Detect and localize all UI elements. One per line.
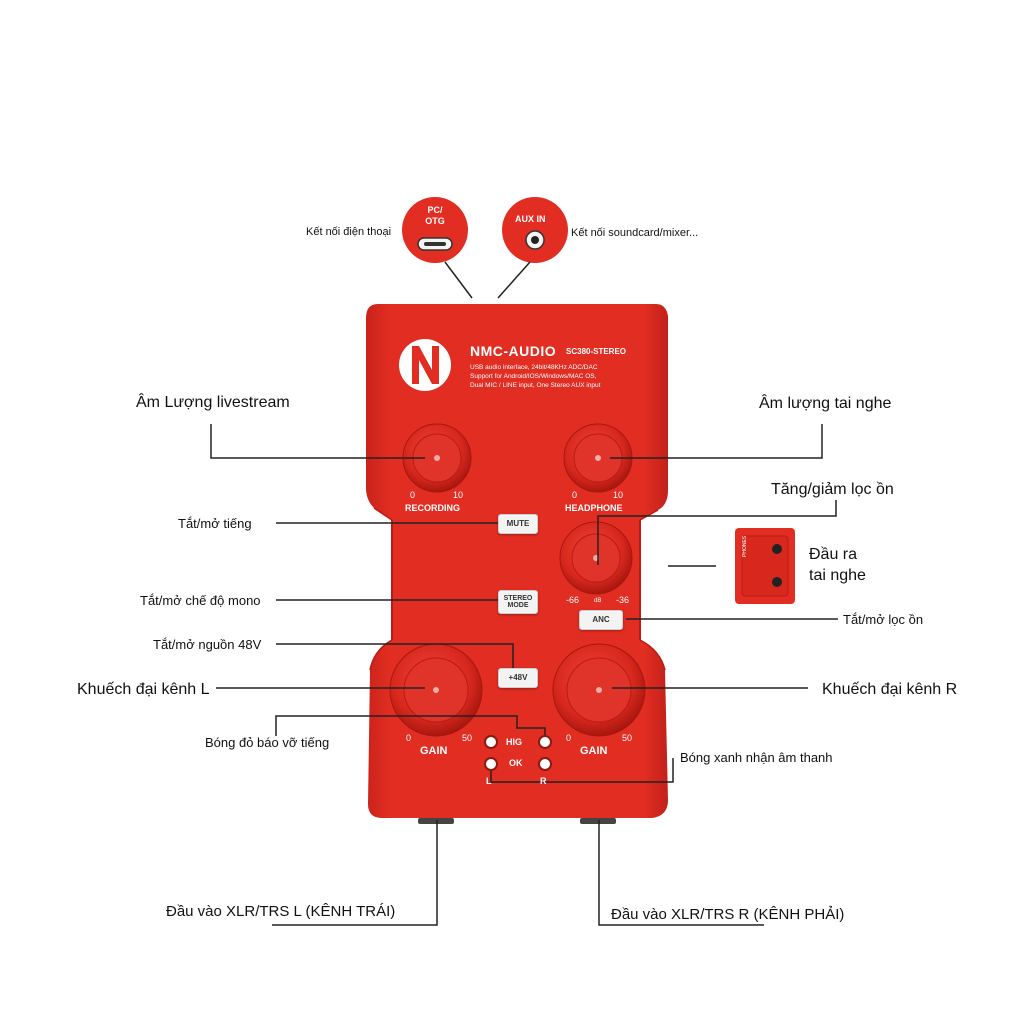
clip-led-right [538,735,552,749]
usb-caption: Kết nối điện thoại [306,226,392,238]
headphone-knob[interactable] [563,423,633,493]
anc-min: -66 [566,595,580,605]
spec-line-3: Dual MIC / LINE input, One Stereo AUX in… [470,382,601,389]
led-l-label: L [486,776,492,786]
phones-jack-icon [772,544,782,554]
anc-knob[interactable] [559,521,633,595]
model-name: SC380-STEREO [566,347,627,356]
aux-caption: Kết nối soundcard/mixer... [571,227,699,239]
annotation-phantom: Tắt/mở nguồn 48V [153,637,262,652]
annotation-headphone: Âm lượng tai nghe [759,395,892,412]
gain-r-min: 0 [566,733,572,743]
gain-r-label: GAIN [580,745,608,757]
annotation-stereo: Tắt/mở chế độ mono [140,593,261,608]
annotation-mute: Tắt/mở tiếng [178,516,252,531]
gain-l-label: GAIN [420,745,448,757]
aux-port-label: AUX IN [515,214,546,224]
annotation-recording: Âm Lượng livestream [136,394,290,411]
headphone-min: 0 [572,490,578,500]
annotation-anc-button: Tắt/mở lọc ồn [843,612,924,627]
annotation-phones-out-2: tai nghe [809,567,866,584]
annotation-anc-knob: Tăng/giảm lọc ồn [771,481,894,498]
recording-label: RECORDING [405,503,461,513]
brand-name: NMC-AUDIO [470,343,557,359]
annotation-phones-out-1: Đầu ra [809,546,858,563]
anc-unit: dB [594,598,602,604]
gain-l-min: 0 [406,733,412,743]
mute-button[interactable]: MUTE [498,514,538,534]
spec-line-1: USB audio interface, 24bit/48KHz ADC/DAC [470,364,598,371]
recording-max: 10 [453,490,464,500]
gain-right-knob[interactable] [552,643,646,737]
stereo-mode-button[interactable]: STEREO MODE [498,590,538,614]
aux-port-badge [502,197,568,263]
recording-min: 0 [410,490,416,500]
gain-l-max: 50 [462,733,473,743]
anc-button[interactable]: ANC [579,610,623,630]
stereo-label: STEREO [503,595,533,602]
spec-line-2: Support for Android/IOS/Windows/MAC OS, [470,373,597,380]
headphone-jack-module [735,528,795,604]
annotation-gain-r: Khuếch đại kênh R [822,681,958,698]
headphone-label: HEADPHONE [565,503,623,513]
ok-led-right [538,757,552,771]
anc-max: -36 [616,595,630,605]
annotation-lines [210,424,838,926]
hig-label: HIG [506,737,523,747]
recording-knob[interactable] [402,423,472,493]
usb-port-badge [402,197,468,263]
phones-text: PHONES [742,535,748,557]
annotation-input-r: Đầu vào XLR/TRS R (KÊNH PHẢI) [611,906,845,923]
mode-label: MODE [507,602,529,609]
gain-left-knob[interactable] [389,643,483,737]
headphone-max: 10 [613,490,624,500]
phantom-power-button[interactable]: +48V [498,668,538,688]
annotation-clip-led: Bóng đỏ báo vỡ tiếng [205,735,330,750]
clip-led-left [484,735,498,749]
gain-r-max: 50 [622,733,633,743]
led-r-label: R [540,776,547,786]
ok-label: OK [509,758,523,768]
brand-logo [399,339,451,391]
annotation-gain-l: Khuếch đại kênh L [77,681,210,698]
annotation-input-l: Đầu vào XLR/TRS L (KÊNH TRÁI) [166,903,396,920]
usb-port-label: PC/OTG [425,205,445,226]
ok-led-left [484,757,498,771]
annotation-ok-led: Bóng xanh nhận âm thanh [680,750,833,765]
